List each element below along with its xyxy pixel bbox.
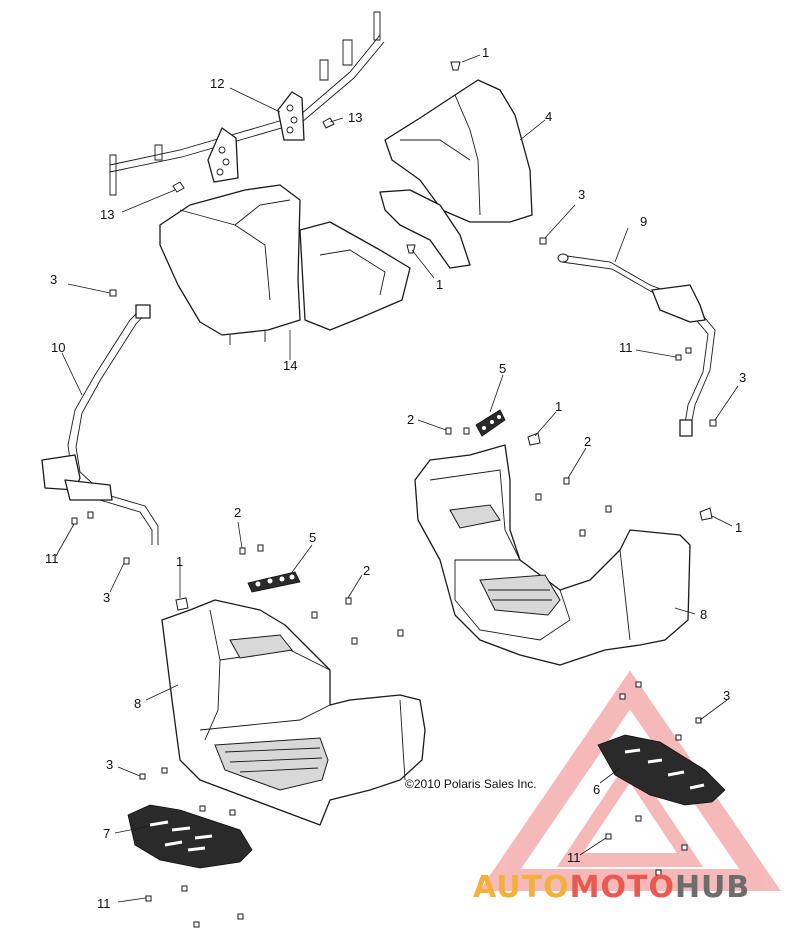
- watermark-moto: MOTO: [569, 870, 675, 905]
- callout-1: 1: [176, 554, 184, 569]
- copyright-notice: ©2010 Polaris Sales Inc.: [405, 777, 537, 791]
- callout-8: 8: [700, 607, 708, 622]
- callout-3: 3: [103, 590, 111, 605]
- watermark-auto: AUTO: [473, 870, 570, 905]
- callout-1: 1: [735, 520, 743, 535]
- callout-1: 1: [555, 399, 563, 414]
- callout-4: 4: [545, 109, 553, 124]
- part-8-right-footwell: [414, 444, 691, 666]
- callout-5: 5: [499, 361, 507, 376]
- callout-2: 2: [407, 412, 415, 427]
- callout-11: 11: [97, 896, 111, 911]
- callout-10: 10: [51, 340, 66, 355]
- watermark-logo: AUTOMOTOHUB: [473, 870, 750, 905]
- callout-11: 11: [619, 340, 633, 355]
- callout-14: 14: [283, 358, 298, 373]
- part-8-left-footwell: [161, 599, 426, 826]
- callout-3: 3: [50, 272, 58, 287]
- callout-1: 1: [482, 45, 490, 60]
- part-4-right-fender: [379, 79, 533, 269]
- fasteners: [71, 61, 717, 928]
- callout-6: 6: [593, 782, 601, 797]
- leader-lines: [55, 54, 739, 903]
- watermark-hub: HUB: [674, 870, 751, 905]
- callout-11: 11: [45, 551, 59, 566]
- callout-12: 12: [210, 76, 225, 91]
- callout-3: 3: [106, 757, 114, 772]
- part-5-brackets: [247, 409, 506, 593]
- part-12-support-bar: [109, 11, 385, 196]
- callout-9: 9: [640, 214, 648, 229]
- part-6-right-footrest: [597, 734, 726, 806]
- callout-2: 2: [584, 434, 592, 449]
- callout-3: 3: [723, 688, 731, 703]
- part-9-right-grab-bar: [557, 253, 716, 437]
- callout-1: 1: [436, 277, 444, 292]
- callout-8: 8: [134, 696, 142, 711]
- watermark-triangle: [479, 670, 781, 891]
- part-10-left-grab-bar: [41, 304, 159, 545]
- callout-11: 11: [567, 850, 581, 865]
- callout-2: 2: [363, 563, 371, 578]
- callout-13: 13: [348, 110, 363, 125]
- callout-3: 3: [578, 187, 586, 202]
- callout-5: 5: [309, 530, 317, 545]
- callout-2: 2: [234, 505, 242, 520]
- callout-13: 13: [100, 207, 115, 222]
- part-14-left-fender: [159, 184, 411, 345]
- callout-7: 7: [103, 826, 111, 841]
- callout-3: 3: [739, 370, 747, 385]
- part-7-left-footrest: [127, 804, 253, 869]
